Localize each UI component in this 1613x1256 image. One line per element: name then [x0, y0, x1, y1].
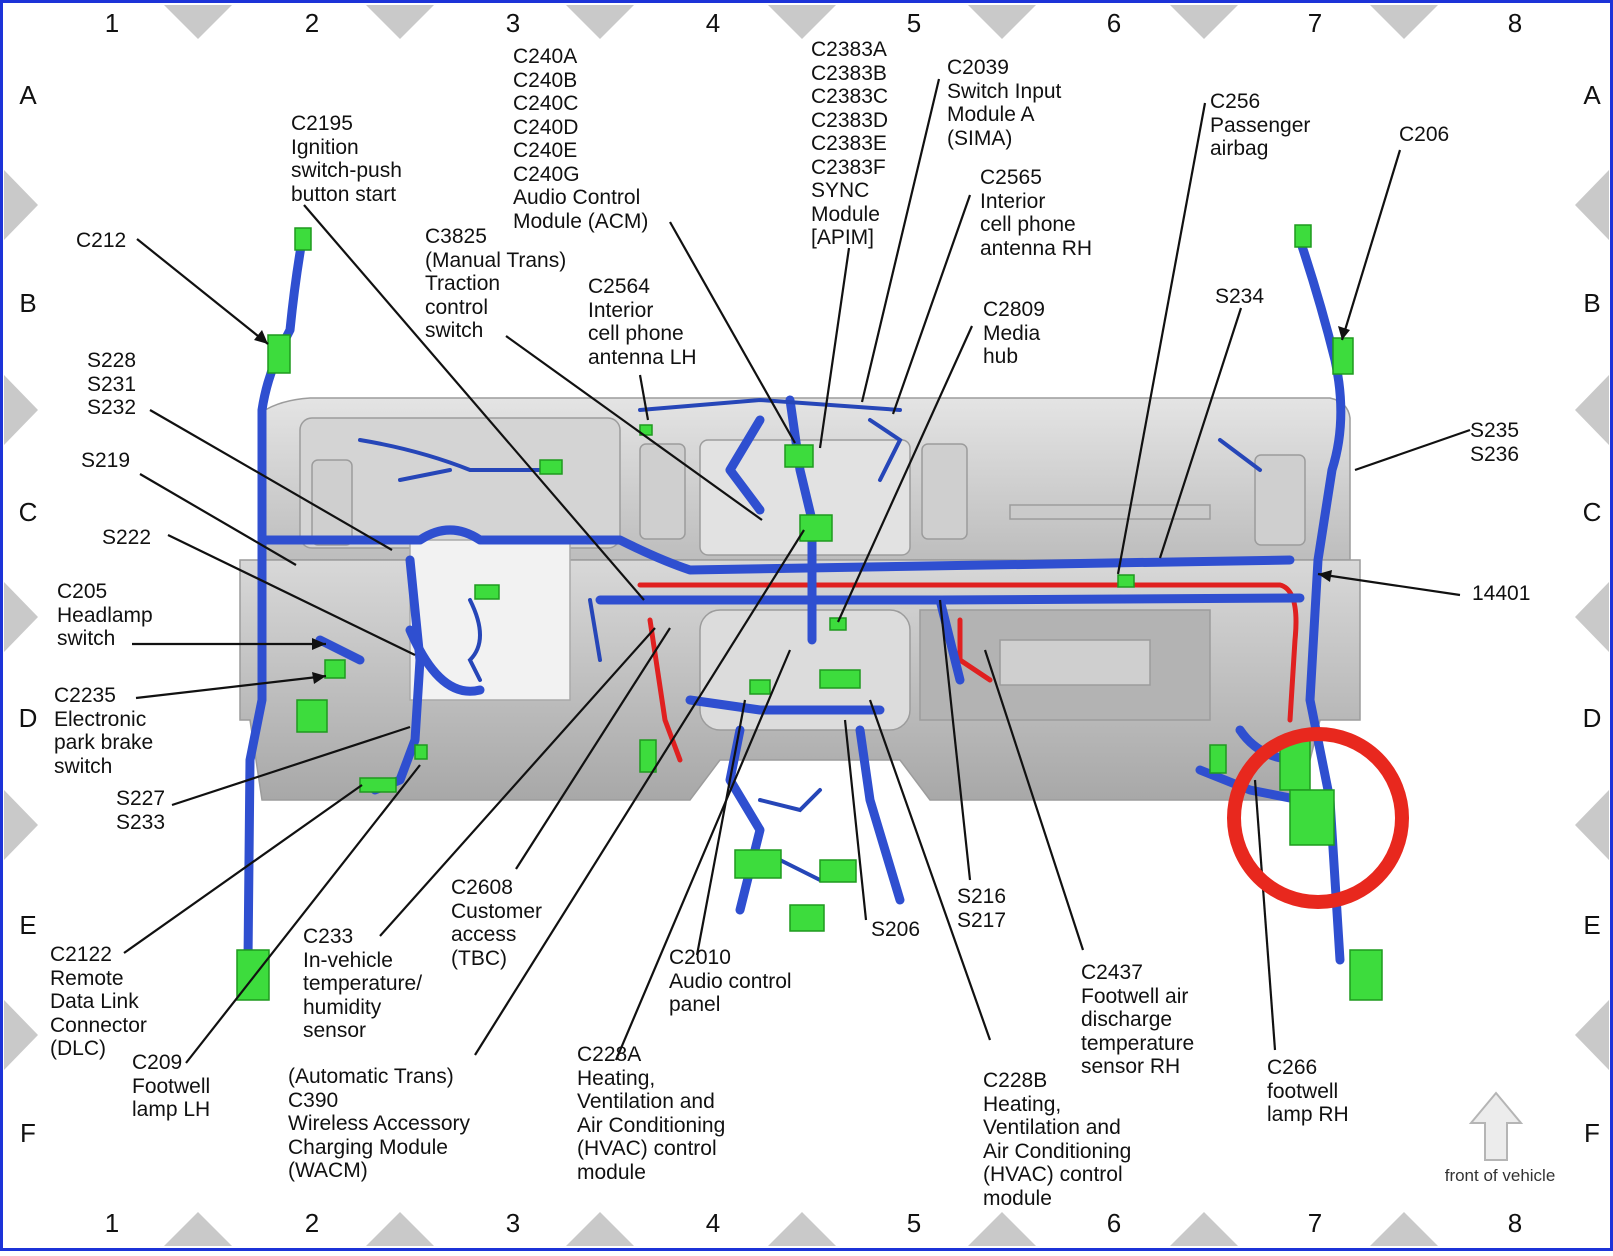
- label-c2564: C2564 Interior cell phone antenna LH: [588, 275, 697, 369]
- up-arrow-icon: [1468, 1091, 1524, 1161]
- label-s219: S219: [81, 449, 131, 472]
- row-label: D: [18, 703, 38, 733]
- label-s227: S227 S233: [116, 787, 166, 834]
- green-connectors: [236, 224, 1383, 1001]
- col-label: 3: [505, 8, 521, 38]
- label-c2039: C2039 Switch Input Module A (SIMA): [947, 56, 1062, 150]
- label-c2437: C2437 Footwell air discharge temperature…: [1081, 961, 1195, 1078]
- label-c266: C266 footwell lamp RH: [1267, 1056, 1349, 1126]
- row-label: B: [1583, 288, 1601, 318]
- front-of-vehicle-caption: front of vehicle: [1444, 1166, 1556, 1185]
- leader-lines: [123, 78, 1471, 1064]
- label-14401: 14401: [1472, 582, 1531, 605]
- col-label: 2: [304, 8, 320, 38]
- label-c233: C233 In-vehicle temperature/ humidity se…: [303, 925, 423, 1042]
- label-c228b: C228B Heating, Ventilation and Air Condi…: [983, 1069, 1132, 1210]
- label-c2235: C2235 Electronic park brake switch: [54, 684, 154, 778]
- row-label: B: [19, 288, 37, 318]
- label-c205: C205 Headlamp switch: [57, 580, 153, 650]
- col-label: 7: [1307, 8, 1323, 38]
- col-label: 2: [304, 1208, 320, 1238]
- label-c209: C209 Footwell lamp LH: [132, 1051, 211, 1121]
- blue-harness-thin: [358, 397, 1262, 882]
- row-label: A: [1583, 80, 1601, 110]
- row-label: F: [20, 1118, 36, 1148]
- label-s222: S222: [102, 526, 152, 549]
- arrow-heads: [254, 326, 1350, 684]
- col-label: 5: [906, 1208, 922, 1238]
- label-c240: C240A C240B C240C C240D C240E C240G Audi…: [513, 45, 649, 233]
- label-c2565: C2565 Interior cell phone antenna RH: [980, 166, 1093, 260]
- row-label: E: [19, 910, 37, 940]
- label-c390: (Automatic Trans) C390 Wireless Accessor…: [288, 1065, 471, 1182]
- label-c2010: C2010 Audio control panel: [669, 946, 792, 1016]
- col-label: 6: [1106, 1208, 1122, 1238]
- label-s235: S235 S236: [1470, 419, 1520, 466]
- label-c2195: C2195 Ignition switch-push button start: [291, 112, 402, 206]
- row-label: D: [1582, 703, 1602, 733]
- label-c228a: C228A Heating, Ventilation and Air Condi…: [577, 1043, 726, 1184]
- label-c3825: C3825 (Manual Trans) Traction control sw…: [425, 225, 567, 342]
- row-label: E: [1583, 910, 1601, 940]
- row-label: A: [19, 80, 37, 110]
- row-label: C: [18, 497, 38, 527]
- col-label: 4: [705, 1208, 721, 1238]
- label-c2383: C2383A C2383B C2383C C2383D C2383E C2383…: [811, 38, 889, 249]
- col-label: 4: [705, 8, 721, 38]
- label-c2608: C2608 Customer access (TBC): [451, 876, 543, 970]
- label-c256: C256 Passenger airbag: [1210, 90, 1311, 160]
- col-label: 8: [1507, 1208, 1523, 1238]
- col-label: 3: [505, 1208, 521, 1238]
- col-label: 1: [104, 8, 120, 38]
- col-label: 7: [1307, 1208, 1323, 1238]
- label-c206: C206: [1399, 123, 1450, 146]
- circle-highlight-icon: [1227, 727, 1409, 909]
- label-s216: S216 S217: [957, 885, 1007, 932]
- label-s206: S206: [871, 918, 921, 941]
- label-s234: S234: [1215, 285, 1265, 308]
- blue-harness: [243, 230, 1346, 965]
- col-label: 5: [906, 8, 922, 38]
- dashboard-illustration: [239, 397, 1361, 801]
- row-label: C: [1582, 497, 1602, 527]
- col-label: 6: [1106, 8, 1122, 38]
- label-c2809: C2809 Media hub: [983, 298, 1045, 368]
- col-label: 1: [104, 1208, 120, 1238]
- label-s228: S228 S231 S232: [87, 349, 137, 419]
- label-c2122: C2122 Remote Data Link Connector (DLC): [50, 943, 147, 1060]
- grid-markers: [4, 5, 1609, 1246]
- row-label: F: [1584, 1118, 1600, 1148]
- col-label: 8: [1507, 8, 1523, 38]
- label-c212: C212: [76, 229, 127, 252]
